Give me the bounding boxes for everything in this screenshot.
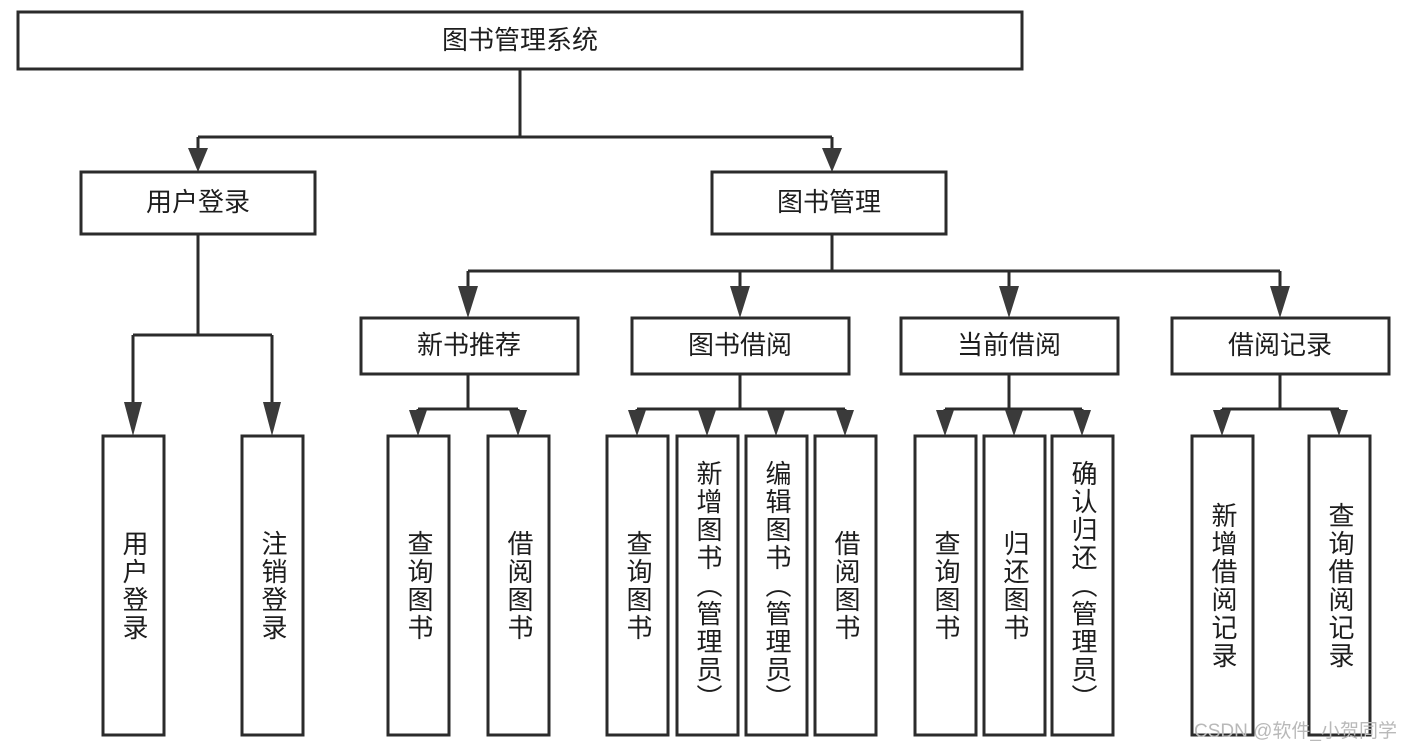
node-label-new-book-recommend: 新书推荐 — [417, 330, 521, 360]
arrow-user-login — [188, 148, 208, 172]
arrow-nb-borrow-book — [509, 410, 527, 436]
arrow-book-manage — [822, 148, 842, 172]
node-label-borrow-record: 借阅记录 — [1228, 330, 1332, 360]
arrow-leaf-user-login — [124, 402, 142, 436]
connectors-borrowrecord-to-leaves — [1213, 374, 1348, 436]
arrow-book-borrow — [730, 286, 750, 318]
connectors-currentborrow-to-leaves — [936, 374, 1091, 436]
node-box-book-manage[interactable] — [710, 170, 948, 236]
node-box-leaf-nb-query-book[interactable] — [386, 434, 451, 737]
arrow-br-query-record — [1330, 410, 1348, 436]
node-box-leaf-cb-confirm-return[interactable] — [1050, 434, 1115, 737]
node-box-leaf-nb-borrow-book[interactable] — [486, 434, 551, 737]
arrow-leaf-logout — [263, 402, 281, 436]
node-box-user-login[interactable] — [79, 170, 317, 236]
node-box-leaf-user-login[interactable] — [101, 434, 166, 737]
node-label-book-manage: 图书管理 — [777, 187, 881, 217]
node-label-user-login: 用户登录 — [146, 187, 250, 217]
connectors-userlogin-to-leaves — [124, 234, 281, 436]
node-box-leaf-br-query-record[interactable] — [1307, 434, 1372, 737]
node-box-leaf-br-add-record[interactable] — [1190, 434, 1255, 737]
arrow-cb-query-book — [936, 410, 954, 436]
arrow-bb-add-book — [698, 410, 716, 436]
csdn-watermark: CSDN @软件_小贺同学 — [1194, 721, 1397, 742]
node-box-current-borrow[interactable] — [899, 316, 1120, 376]
arrow-cb-confirm-return — [1073, 410, 1091, 436]
arrow-borrow-record — [1270, 286, 1290, 318]
node-box-leaf-bb-query-book[interactable] — [605, 434, 670, 737]
connectors-bookmanage-to-level2 — [458, 234, 1290, 318]
node-box-root[interactable] — [16, 10, 1024, 71]
arrow-current-borrow — [999, 286, 1019, 318]
node-box-leaf-bb-borrow-book[interactable] — [813, 434, 878, 737]
arrow-nb-query-book — [409, 410, 427, 436]
node-box-leaf-cb-return-book[interactable] — [982, 434, 1047, 737]
node-box-book-borrow[interactable] — [630, 316, 851, 376]
arrow-bb-edit-book — [767, 410, 785, 436]
arrow-cb-return-book — [1005, 410, 1023, 436]
node-box-leaf-bb-edit-book[interactable] — [744, 434, 809, 737]
connectors-newbook-to-leaves — [409, 374, 527, 436]
connectors-root-to-level1 — [188, 69, 842, 172]
node-label-root: 图书管理系统 — [442, 25, 598, 55]
node-box-borrow-record[interactable] — [1170, 316, 1391, 376]
node-box-leaf-cb-query-book[interactable] — [913, 434, 978, 737]
node-box-leaf-logout[interactable] — [240, 434, 305, 737]
arrow-br-add-record — [1213, 410, 1231, 436]
arrow-bb-borrow-book — [836, 410, 854, 436]
node-label-book-borrow: 图书借阅 — [688, 330, 792, 360]
node-label-current-borrow: 当前借阅 — [957, 330, 1061, 360]
node-box-new-book-recommend[interactable] — [359, 316, 580, 376]
node-box-leaf-bb-add-book[interactable] — [675, 434, 740, 737]
arrow-new-book — [458, 286, 478, 318]
arrow-bb-query-book — [628, 410, 646, 436]
connectors-bookborrow-to-leaves — [628, 374, 854, 436]
